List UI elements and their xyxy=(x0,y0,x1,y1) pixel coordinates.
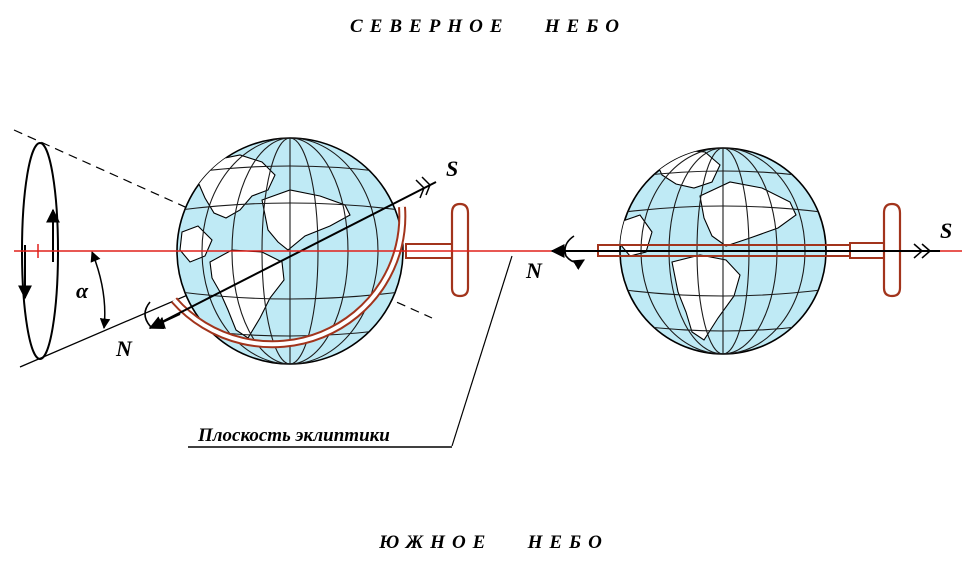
left-continent-north xyxy=(194,154,276,219)
right-globe-assembly: S N xyxy=(525,147,952,355)
alpha-label: α xyxy=(76,278,89,303)
right-continent-middle xyxy=(699,181,797,247)
right-rotation-arrow xyxy=(564,235,585,270)
left-continent-southwest xyxy=(179,225,213,263)
right-pole-south-label: S xyxy=(940,218,952,243)
right-pole-north-label: N xyxy=(525,258,543,283)
ecliptic-plane-label: Плоскость эклиптики xyxy=(197,425,390,446)
left-stand-arc-inner xyxy=(172,206,405,347)
left-pole-south-label: S xyxy=(446,156,458,181)
ecliptic-leader-line xyxy=(451,255,513,447)
south-sky-heading: ЮЖНОЕ НЕБО xyxy=(379,532,609,553)
left-stand-handle xyxy=(450,202,470,298)
left-rotation-axis xyxy=(149,181,437,329)
alpha-angle-arc xyxy=(90,251,111,330)
right-axis-feathers xyxy=(913,243,931,259)
ecliptic-callout: Плоскость эклиптики xyxy=(188,255,513,448)
left-axis-arrow xyxy=(148,313,181,330)
north-sky-heading: СЕВЕРНОЕ НЕБО xyxy=(350,16,626,37)
left-rotation-arrow xyxy=(144,301,166,329)
left-pole-north-label: N xyxy=(115,336,133,361)
left-globe xyxy=(176,137,404,365)
left-axis-feathers xyxy=(415,176,431,199)
left-globe-assembly: α S N xyxy=(13,129,470,368)
left-globe-stand xyxy=(170,202,470,349)
